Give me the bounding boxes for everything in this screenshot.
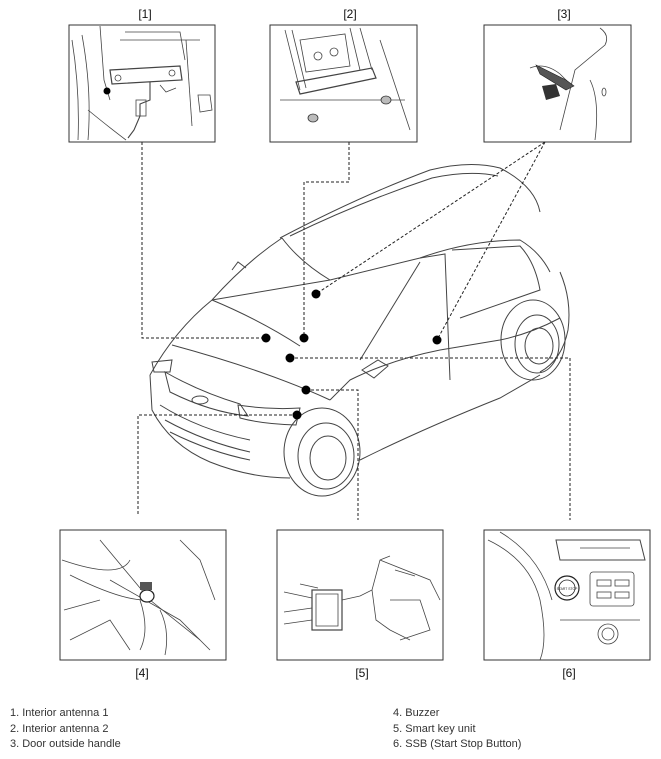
location-dots bbox=[261, 289, 442, 420]
leader-line-3a bbox=[315, 141, 546, 295]
legend-right: 4. Buzzer 5. Smart key unit 6. SSB (Star… bbox=[393, 706, 521, 753]
leader-line-1 bbox=[141, 142, 266, 339]
legend-item-4: 4. Buzzer bbox=[393, 707, 440, 719]
detail-box-smart-key-unit bbox=[276, 529, 444, 661]
dot-interior-antenna-1 bbox=[261, 333, 271, 343]
leader-line-3b bbox=[436, 141, 546, 341]
callout-label-5: [5] bbox=[355, 666, 369, 680]
dot-interior-antenna-2 bbox=[299, 333, 309, 343]
legend-item-3: 3. Door outside handle bbox=[10, 738, 121, 750]
detail-box-ssb: START STOP bbox=[483, 529, 651, 661]
legend-item-5: 5. Smart key unit bbox=[393, 722, 476, 735]
car-illustration bbox=[149, 163, 570, 497]
leader-lines bbox=[137, 141, 571, 520]
detail-box-interior-antenna-1 bbox=[68, 24, 216, 143]
detail-box-interior-antenna-2 bbox=[269, 24, 418, 143]
detail-box-buzzer bbox=[59, 529, 227, 661]
callout-label-1: [1] bbox=[138, 7, 152, 21]
leader-line-5 bbox=[306, 389, 359, 520]
callout-label-3: [3] bbox=[557, 7, 571, 21]
callout-label-6: [6] bbox=[562, 666, 576, 680]
legend-item-1: 1. Interior antenna 1 bbox=[10, 707, 109, 719]
callout-label-2: [2] bbox=[343, 7, 357, 21]
legend-item-6: 6. SSB (Start Stop Button) bbox=[393, 738, 522, 750]
detail-box-door-outside-handle bbox=[483, 24, 632, 143]
leader-line-2 bbox=[303, 142, 350, 338]
callout-label-4: [4] bbox=[135, 666, 149, 680]
legend-item-2: 2. Interior antenna 2 bbox=[10, 722, 109, 735]
ssb-button-text: START STOP bbox=[557, 587, 579, 591]
dot-door-outside-handle-front bbox=[311, 289, 321, 299]
leader-line-6 bbox=[290, 357, 571, 520]
dot-ssb bbox=[285, 353, 295, 363]
dot-door-outside-handle-rear bbox=[432, 335, 442, 345]
legend-left: 1. Interior antenna 1 2. Interior antenn… bbox=[10, 706, 121, 753]
dot-smart-key-unit bbox=[301, 385, 311, 395]
leader-line-4 bbox=[137, 414, 297, 516]
dot-buzzer bbox=[292, 410, 302, 420]
